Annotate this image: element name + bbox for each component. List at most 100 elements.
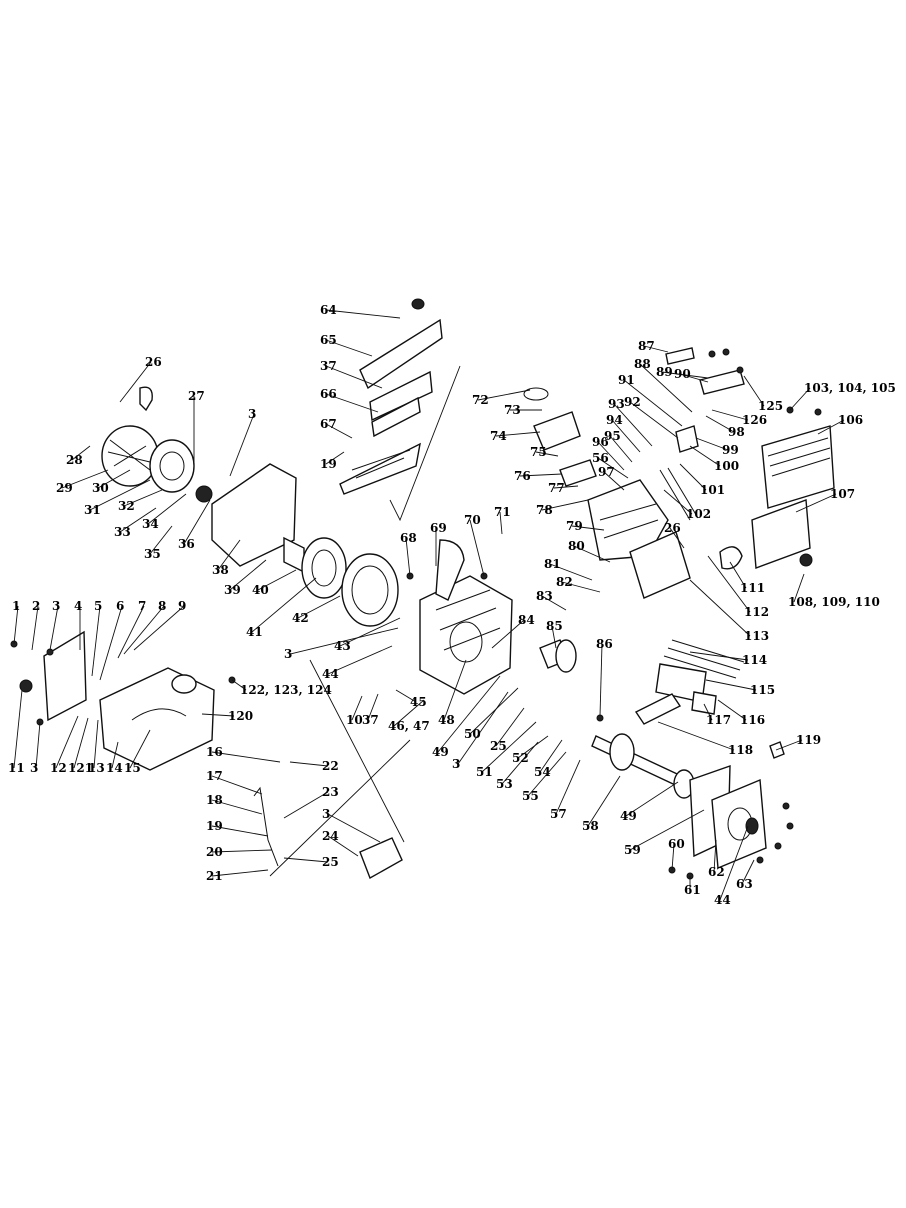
- fuel-tank-assembly: [19, 630, 215, 771]
- callout-leader-line: [31, 605, 39, 651]
- callout-label: 53: [496, 777, 513, 791]
- callout-leader-line: [705, 679, 757, 691]
- callout-label: 38: [212, 563, 229, 577]
- callout-label: 52: [512, 751, 529, 765]
- callout-label: 19: [206, 819, 223, 833]
- callout-label: 69: [430, 521, 447, 535]
- callout-leader-line: [55, 715, 79, 769]
- callout-leader-line: [339, 617, 401, 647]
- callout-leader-line: [623, 379, 683, 427]
- callout-leader-line: [117, 605, 145, 659]
- callout-label: 91: [618, 373, 635, 387]
- callout-label: 34: [142, 517, 159, 531]
- callout-leader-line: [325, 309, 401, 319]
- callout-leader-line: [289, 761, 329, 767]
- callout-label: 103, 104, 105: [804, 381, 896, 395]
- callout-leader-line: [535, 451, 559, 457]
- callout-label: 70: [464, 513, 481, 527]
- piston-assembly: [634, 639, 785, 759]
- callout-label: 78: [536, 503, 553, 517]
- callout-leader-line: [571, 525, 605, 531]
- callout-label: 18: [206, 793, 223, 807]
- callout-label: 111: [740, 581, 765, 595]
- callout-label: 76: [514, 469, 531, 483]
- callout-leader-line: [327, 813, 381, 843]
- callout-label: 74: [490, 429, 507, 443]
- callout-label: 66: [320, 387, 337, 401]
- callout-label: 126: [742, 413, 767, 427]
- callout-leader-line: [793, 573, 805, 603]
- callout-leader-line: [689, 445, 721, 467]
- callout-label: 20: [206, 845, 223, 859]
- cylinder-head-assembly: [587, 347, 745, 599]
- callout-label: 27: [188, 389, 205, 403]
- callout-leader-line: [541, 499, 589, 511]
- callout-label: 3: [248, 407, 256, 421]
- fasteners: [10, 348, 822, 880]
- callout-label: 16: [206, 745, 223, 759]
- callout-leader-line: [689, 579, 751, 637]
- callout-leader-line: [393, 699, 425, 727]
- callout-label: 62: [708, 865, 725, 879]
- callout-label: 9: [178, 599, 186, 613]
- callout-label: 24: [322, 829, 339, 843]
- callout-label: 106: [838, 413, 863, 427]
- callout-label: 112: [744, 605, 769, 619]
- callout-label: 23: [322, 785, 339, 799]
- callout-leader-line: [695, 437, 729, 451]
- callout-label: 113: [744, 629, 769, 643]
- callout-label: 5: [94, 599, 102, 613]
- callout-label: 11: [8, 761, 25, 775]
- callout-leader-line: [817, 419, 845, 435]
- callout-label: 31: [84, 503, 101, 517]
- callout-leader-line: [97, 469, 131, 489]
- callout-label: 71: [494, 505, 511, 519]
- callout-label: 46, 47: [388, 719, 430, 733]
- callout-leader-line: [553, 485, 579, 489]
- callout-label: 99: [722, 443, 739, 457]
- callout-label: 12: [50, 761, 67, 775]
- callout-leader-line: [123, 605, 165, 655]
- callout-label: 2: [32, 599, 40, 613]
- callout-label: 3: [284, 647, 292, 661]
- callout-leader-line: [149, 525, 173, 555]
- callout-label: 19: [320, 457, 337, 471]
- callout-leader-line: [603, 471, 625, 491]
- callout-leader-line: [457, 691, 509, 765]
- callout-label: 30: [92, 481, 109, 495]
- callout-label: 51: [476, 765, 493, 779]
- callout-leader-line: [519, 473, 563, 477]
- callout-leader-line: [657, 721, 735, 751]
- callout-label: 116: [740, 713, 765, 727]
- carburetor-assembly: [523, 387, 597, 487]
- callout-label: 22: [322, 759, 339, 773]
- callout-leader-line: [611, 419, 641, 453]
- callout-label: 118: [728, 743, 753, 757]
- callout-leader-line: [629, 809, 705, 851]
- callout-label: 29: [56, 481, 73, 495]
- callout-leader-line: [229, 559, 267, 591]
- callout-leader-line: [495, 431, 541, 437]
- callout-label: 81: [544, 557, 561, 571]
- callout-label: 84: [518, 613, 535, 627]
- callout-leader-line: [499, 511, 503, 535]
- callout-leader-line: [443, 659, 467, 721]
- callout-leader-line: [551, 625, 557, 649]
- callout-leader-line: [325, 339, 373, 357]
- callout-leader-line: [231, 679, 247, 691]
- callout-leader-line: [703, 703, 713, 721]
- callout-label: 17: [206, 769, 223, 783]
- callout-label: 64: [320, 303, 337, 317]
- callout-leader-line: [469, 687, 519, 735]
- callout-leader-line: [549, 563, 593, 581]
- callout-label: 14: [106, 761, 123, 775]
- callout-leader-line: [395, 689, 417, 703]
- callout-leader-line: [327, 835, 359, 857]
- callout-leader-line: [437, 675, 501, 753]
- callout-label: 7: [138, 599, 146, 613]
- callout-leader-line: [211, 775, 263, 795]
- callout-label: 75: [530, 445, 547, 459]
- callout-leader-line: [671, 843, 675, 871]
- callout-leader-line: [325, 365, 383, 389]
